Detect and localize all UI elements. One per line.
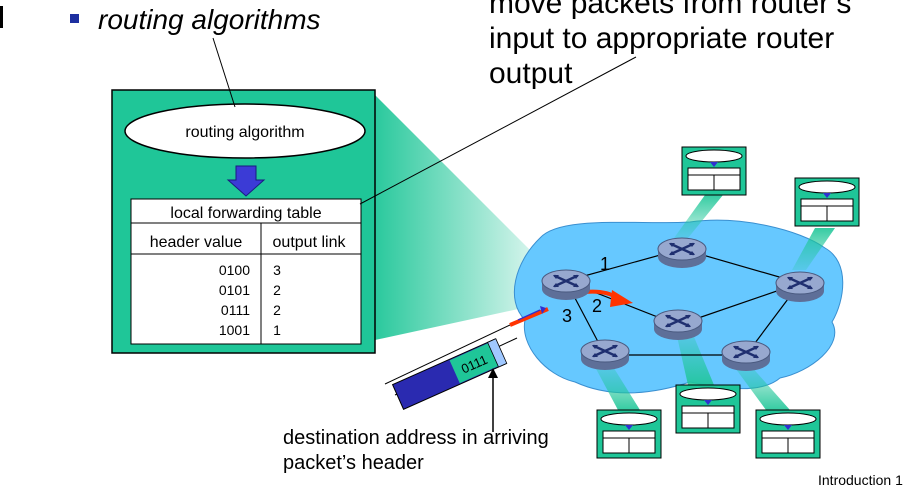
table-cell-header: 0111 (221, 302, 250, 318)
mini-table-bottom-left (596, 409, 662, 459)
zoom-beam (375, 95, 560, 340)
mini-table-top (681, 146, 747, 196)
down-arrow-icon (226, 165, 266, 197)
caption-arrowhead (488, 368, 498, 378)
caption-line-1: destination address in arriving (283, 427, 549, 449)
router-icon (540, 268, 592, 302)
mini-table-bottom-mid (675, 384, 741, 434)
routing-algorithm-label: routing algorithm (185, 124, 304, 141)
router-icon (720, 339, 772, 373)
pointer-line-routing (212, 37, 236, 108)
mini-table-bottom-right (755, 409, 821, 459)
mini-table-right (794, 177, 860, 227)
beam-bottom-left (594, 365, 640, 410)
beam-right (792, 228, 835, 270)
bullet-marker (70, 14, 79, 23)
title-line-1: move packets from router’s (489, 0, 852, 20)
link-label-1: 1 (600, 254, 610, 274)
table-cell-header: 0100 (219, 262, 250, 278)
bullet-routing-algorithms: routing algorithms (98, 4, 321, 35)
footer-page-number: 1 (895, 472, 903, 488)
table-cell-link: 2 (273, 282, 281, 298)
beam-bottom-mid (676, 332, 714, 385)
caption: destination address in arriving packet’s… (283, 426, 549, 476)
col-header-value: header value (150, 234, 243, 251)
table-cell-header: 0101 (219, 282, 250, 298)
caption-line-2: packet’s header (283, 452, 424, 474)
input-link-line (384, 324, 511, 385)
col-output-link: output link (273, 234, 347, 251)
arriving-packet: 0111 (391, 338, 508, 410)
link-label-3: 3 (562, 306, 572, 326)
table-title: local forwarding table (170, 205, 321, 222)
forwarding-arrow-head (610, 290, 633, 307)
router-icon (652, 308, 704, 342)
title-line-2: input to appropriate router (489, 22, 835, 55)
footer-label: Introduction (818, 472, 892, 488)
packet-direction-arrowhead (540, 306, 546, 314)
router-icon (774, 270, 826, 304)
beam-top (674, 195, 723, 238)
table-cell-link: 2 (273, 302, 281, 318)
slide-footer: Introduction 1 (818, 472, 903, 488)
pointer-line-forwarding (359, 56, 637, 205)
beam-bottom-right (733, 365, 790, 410)
table-cell-link: 3 (273, 262, 281, 278)
router-icon (656, 236, 708, 270)
routing-algorithm-ellipse (124, 103, 366, 159)
title-line-3: output (489, 57, 573, 90)
router-icon (579, 338, 631, 372)
link-label-2: 2 (592, 296, 602, 316)
table-cell-header: 1001 (219, 322, 250, 338)
slide-edge-mark (0, 6, 3, 28)
slide-title: move packets from router’s input to appr… (489, 0, 851, 91)
table-cell-link: 1 (273, 322, 281, 338)
packet-direction-line (517, 309, 541, 321)
